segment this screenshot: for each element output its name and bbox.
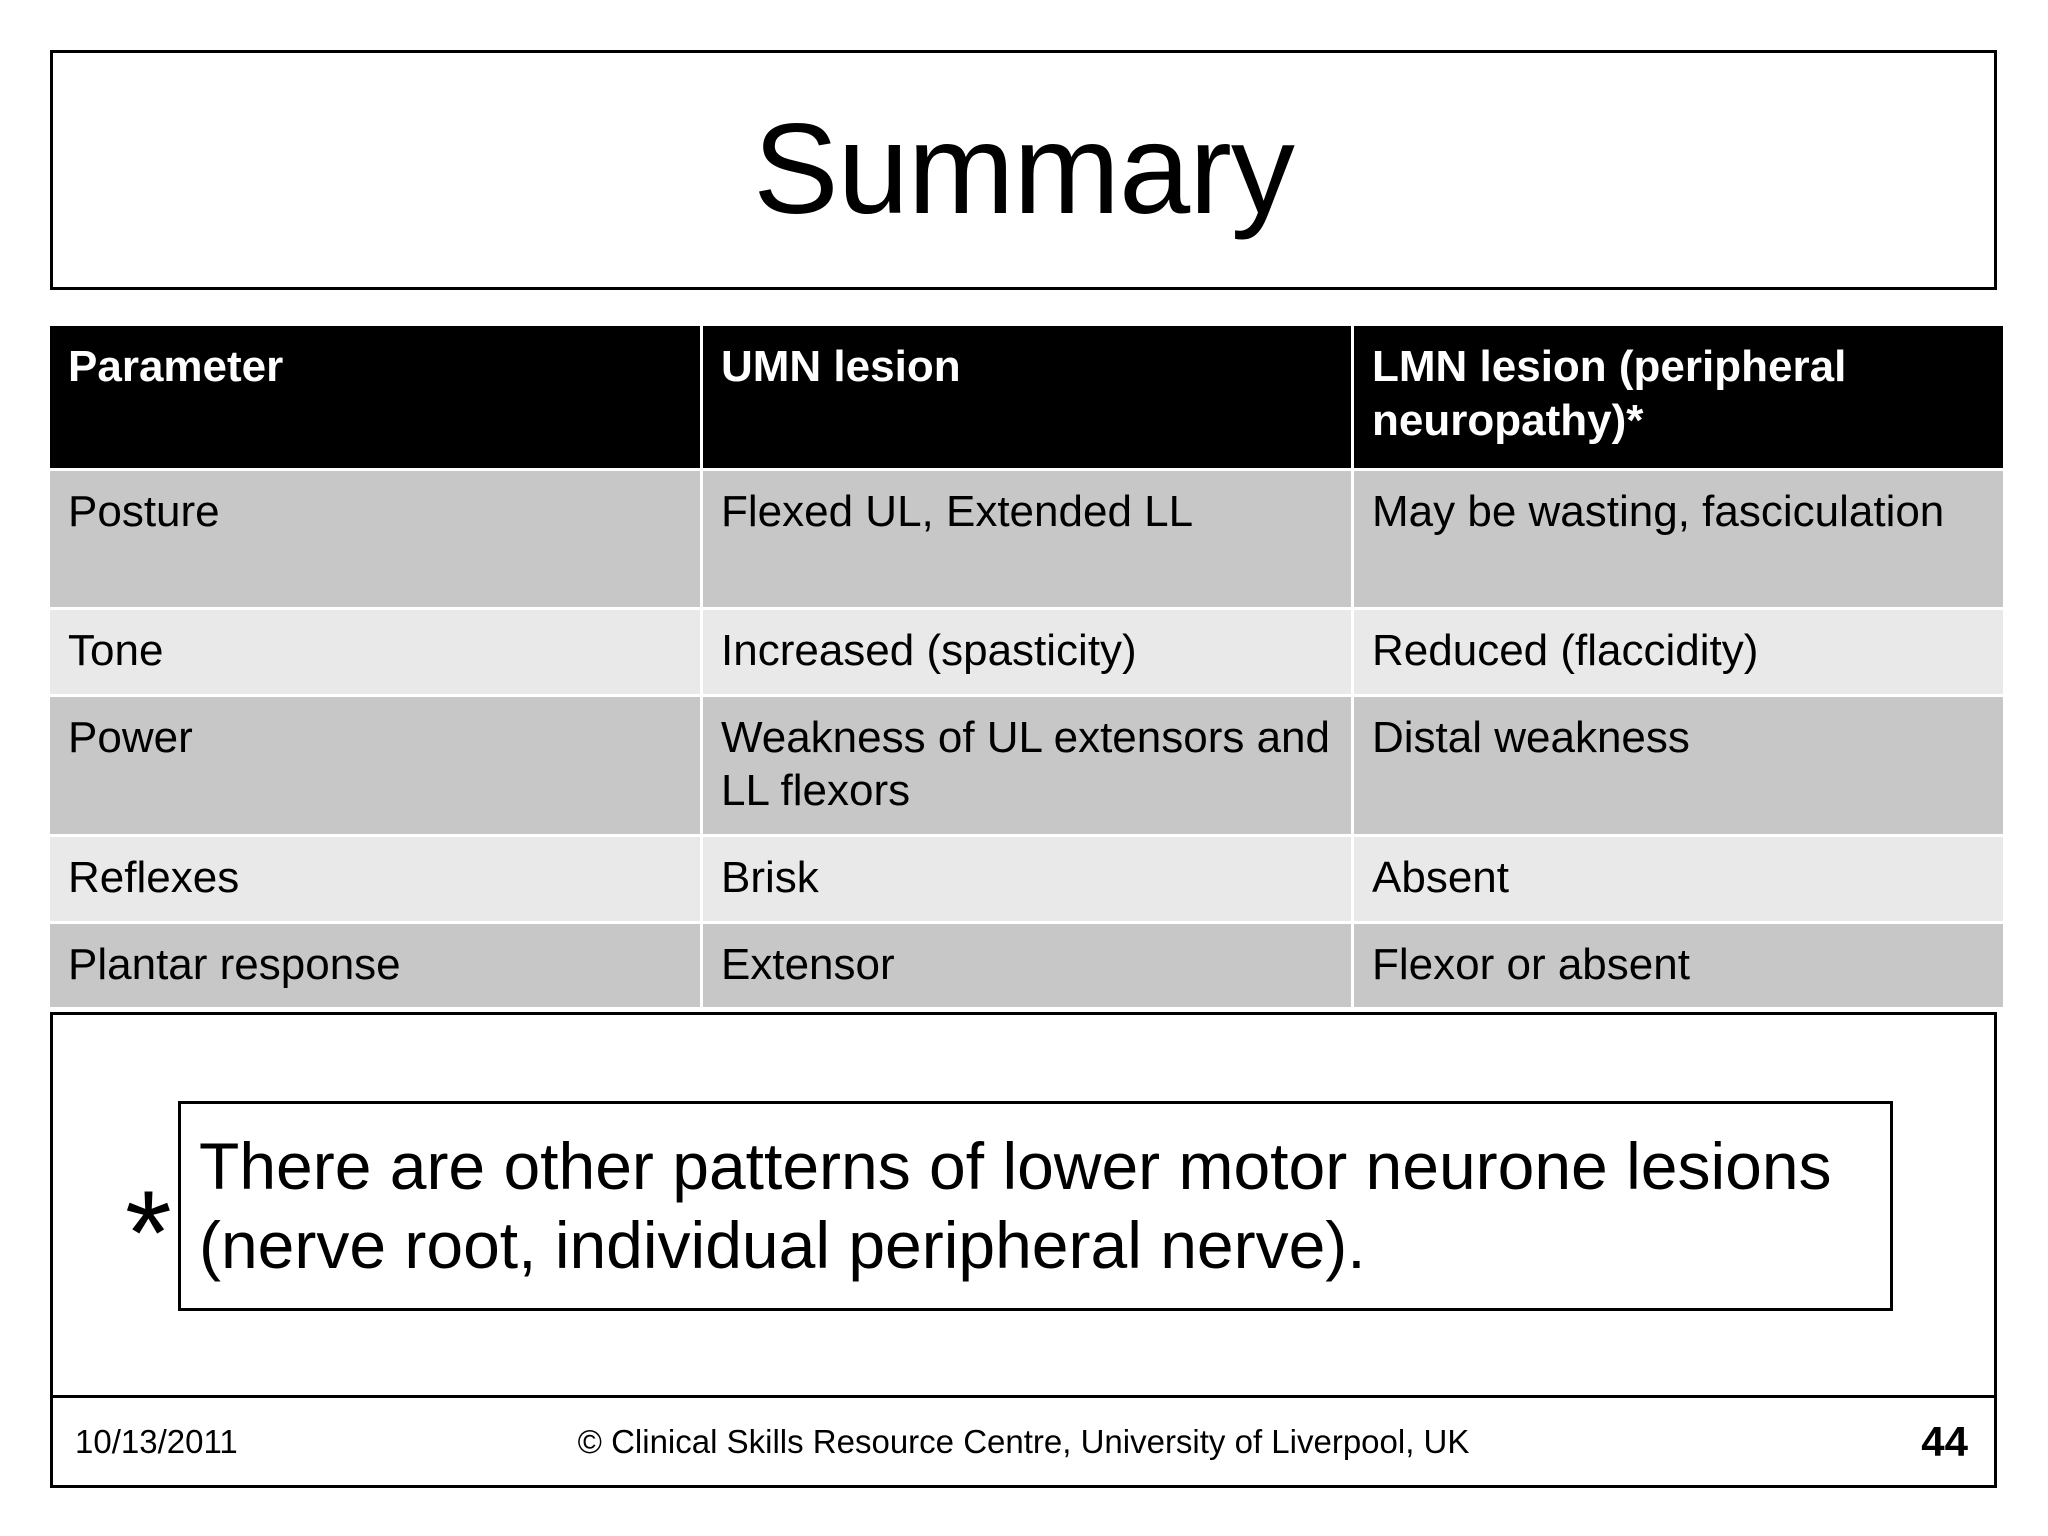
table-row: Posture Flexed UL, Extended LL May be wa… [50,471,2003,607]
footer-copyright: © Clinical Skills Resource Centre, Unive… [577,1422,1470,1460]
table-row: Reflexes Brisk Absent [50,837,2003,921]
table-header-row: Parameter UMN lesion LMN lesion (periphe… [50,326,2003,468]
page-number: 44 [1921,1417,1968,1465]
cell-parameter: Plantar response [50,923,700,1008]
cell-lmn: Flexor or absent [1354,923,2003,1008]
cell-parameter: Posture [50,471,700,607]
cell-umn: Flexed UL, Extended LL [703,471,1351,607]
cell-umn: Extensor [703,923,1351,1008]
cell-lmn: Reduced (flaccidity) [1354,610,2003,694]
umn-lmn-comparison-table: Parameter UMN lesion LMN lesion (periphe… [47,323,2006,1010]
cell-umn: Increased (spasticity) [703,610,1351,694]
footer-date: 10/13/2011 [75,1422,238,1460]
column-header-lmn-lesion: LMN lesion (peripheral neuropathy)* [1354,326,2003,468]
summary-table-container: Parameter UMN lesion LMN lesion (periphe… [50,326,2003,1008]
cell-umn: Brisk [703,837,1351,921]
title-placeholder: Summary [50,50,1997,290]
footnote-text: There are other patterns of lower motor … [199,1128,1832,1282]
cell-umn: Weakness of UL extensors and LL flexors [703,696,1351,835]
cell-parameter: Tone [50,610,700,694]
cell-lmn: Absent [1354,837,2003,921]
table-header: Parameter UMN lesion LMN lesion (periphe… [50,326,2003,468]
cell-lmn: May be wasting, fasciculation [1354,471,2003,607]
column-header-umn-lesion: UMN lesion [703,326,1351,468]
footnote-box: There are other patterns of lower motor … [178,1101,1893,1311]
table-row: Plantar response Extensor Flexor or abse… [50,923,2003,1008]
cell-parameter: Reflexes [50,837,700,921]
asterisk-icon: * [125,1166,172,1300]
table-body: Posture Flexed UL, Extended LL May be wa… [50,471,2003,1008]
footnote-section: * There are other patterns of lower moto… [50,1012,1997,1395]
slide-footer: 10/13/2011 © Clinical Skills Resource Ce… [50,1395,1997,1488]
page-title: Summary [753,98,1295,241]
table-row: Power Weakness of UL extensors and LL fl… [50,696,2003,835]
cell-lmn: Distal weakness [1354,696,2003,835]
column-header-parameter: Parameter [50,326,700,468]
table-row: Tone Increased (spasticity) Reduced (fla… [50,610,2003,694]
cell-parameter: Power [50,696,700,835]
